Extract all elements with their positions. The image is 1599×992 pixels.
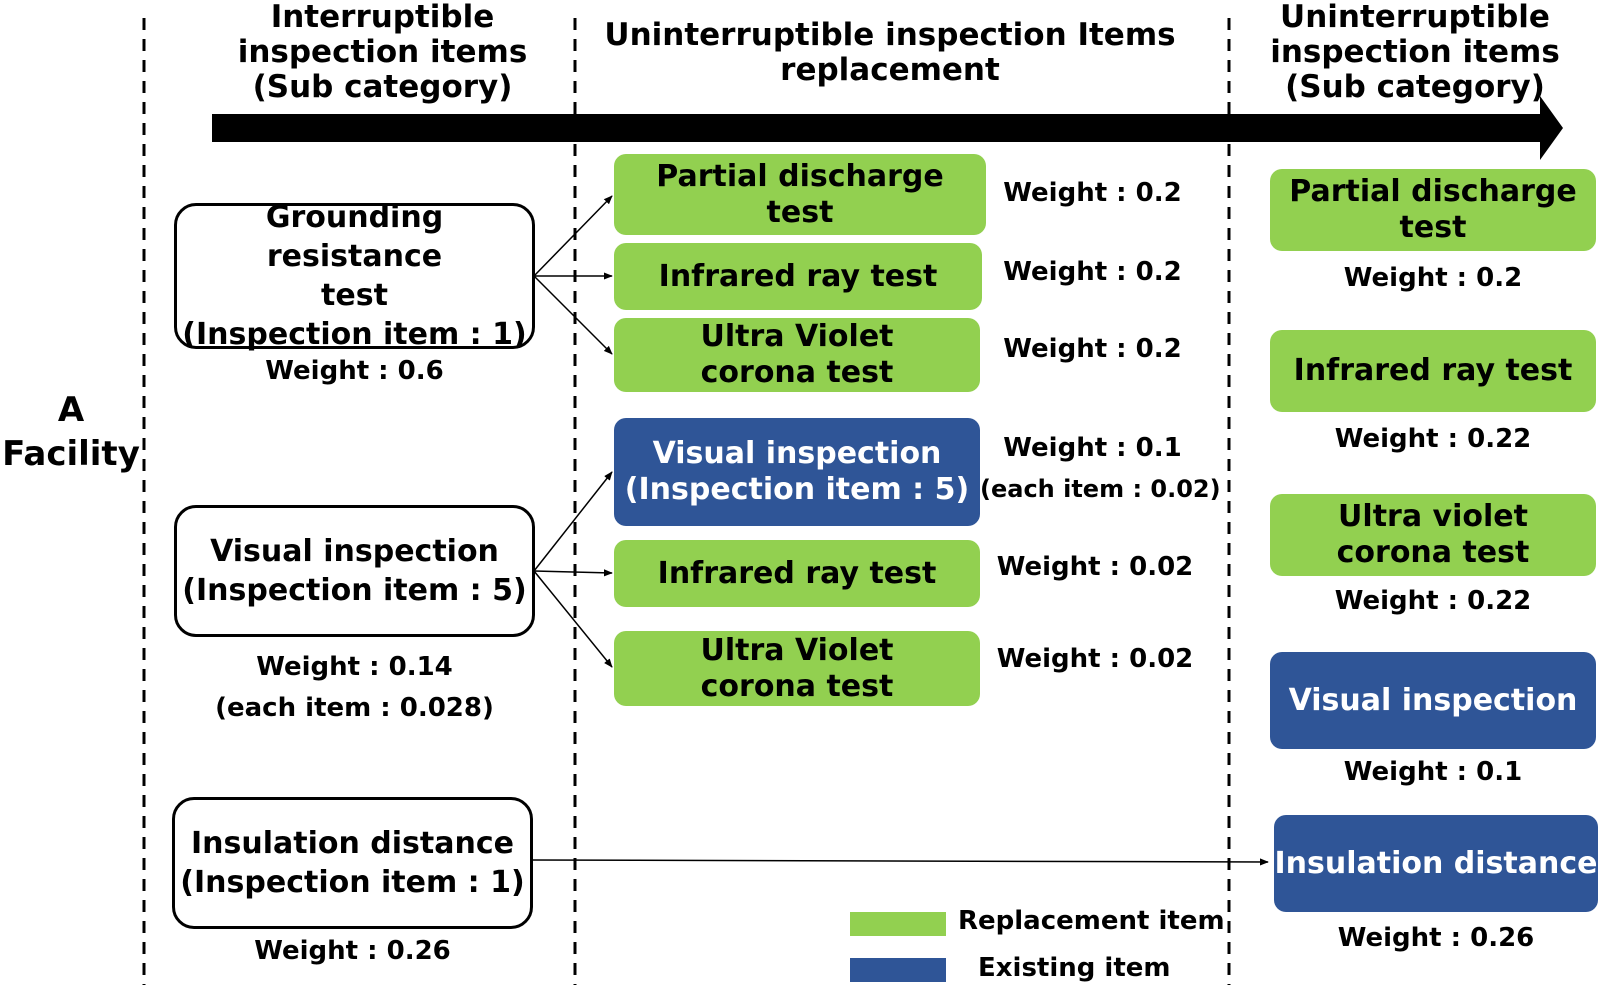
connector-visual-visual (533, 471, 613, 572)
connector-grounding-uv (533, 275, 613, 355)
left-weight-visual-inspection: Weight : 0.14 (256, 652, 453, 682)
middle-weight-partial-discharge: Weight : 0.2 (1003, 178, 1182, 208)
right-weight-visual-inspection: Weight : 0.1 (1343, 757, 1523, 787)
right-weight-partial-discharge: Weight : 0.2 (1343, 263, 1523, 293)
legend-swatch-existing (850, 958, 946, 982)
middle-weight-visual-inspection-each: (each item : 0.02) (980, 475, 1221, 503)
middle-box-infrared-ray-2: Infrared ray test (614, 540, 980, 607)
connector-visual-infrared (533, 569, 613, 577)
left-box-insulation-distance: Insulation distance (Inspection item : 1… (172, 797, 533, 929)
right-weight-infrared-ray: Weight : 0.22 (1334, 424, 1532, 454)
right-weight-insulation-distance: Weight : 0.26 (1337, 923, 1535, 953)
legend-swatch-replacement (850, 912, 946, 936)
left-weight-grounding-resistance: Weight : 0.6 (265, 356, 444, 386)
header-interruptible: Interruptible inspection items (Sub cate… (237, 0, 528, 105)
left-weight-visual-inspection-each: (each item : 0.028) (215, 693, 494, 723)
middle-box-uv-corona-1: Ultra Violet corona test (614, 318, 980, 392)
middle-weight-visual-inspection: Weight : 0.1 (1003, 433, 1182, 463)
facility-label: A Facility (2, 390, 140, 474)
header-uninterruptible: Uninterruptible inspection items (Sub ca… (1270, 0, 1560, 105)
middle-weight-uv-corona-1: Weight : 0.2 (1003, 334, 1182, 364)
middle-box-visual-inspection: Visual inspection (Inspection item : 5) (614, 418, 980, 526)
middle-weight-infrared-ray-1: Weight : 0.2 (1003, 257, 1182, 287)
legend-label-replacement: Replacement item (958, 906, 1225, 936)
left-box-visual-inspection: Visual inspection (Inspection item : 5) (174, 505, 535, 637)
right-box-uv-corona: Ultra violet corona test (1270, 494, 1596, 576)
right-box-visual-inspection: Visual inspection (1270, 652, 1596, 749)
right-weight-uv-corona: Weight : 0.22 (1334, 586, 1532, 616)
header-replacement: Uninterruptible inspection Items replace… (604, 17, 1176, 88)
middle-box-partial-discharge: Partial discharge test (614, 154, 986, 235)
legend-label-existing: Existing item (978, 953, 1171, 983)
timeline-arrow (212, 96, 1563, 160)
connector-grounding-partial (533, 195, 613, 277)
right-box-infrared-ray: Infrared ray test (1270, 330, 1596, 412)
middle-weight-uv-corona-2: Weight : 0.02 (996, 644, 1194, 674)
middle-box-infrared-ray-1: Infrared ray test (614, 243, 982, 310)
right-box-partial-discharge: Partial discharge test (1270, 169, 1596, 251)
connector-visual-uv (533, 570, 613, 668)
left-weight-insulation-distance: Weight : 0.26 (254, 936, 451, 966)
connector-insulation (529, 858, 1269, 866)
left-box-grounding-resistance: Grounding resistance test (Inspection it… (174, 200, 535, 352)
middle-box-uv-corona-2: Ultra Violet corona test (614, 631, 980, 706)
middle-weight-infrared-ray-2: Weight : 0.02 (996, 552, 1194, 582)
right-box-insulation-distance: Insulation distance (1274, 815, 1598, 912)
